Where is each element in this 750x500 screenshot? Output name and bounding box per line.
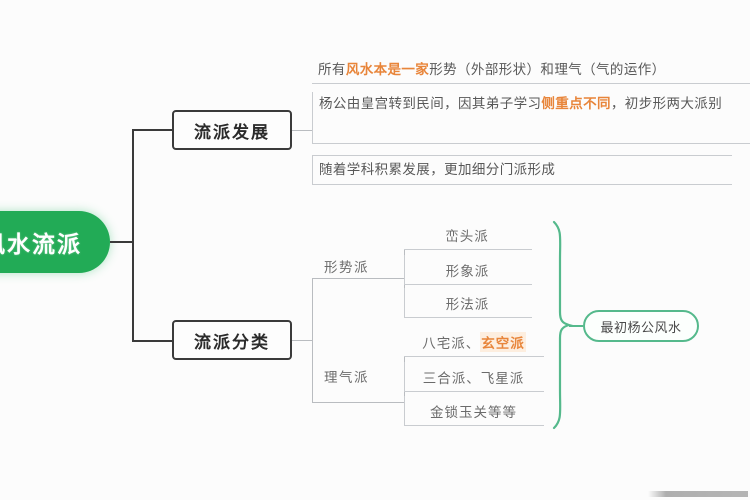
group-label-liqi[interactable]: 理气派	[324, 370, 369, 386]
group-label-formshi[interactable]: 形势派	[324, 260, 369, 276]
leaf-text-before: 形象派	[445, 263, 490, 280]
leaf-text-before: 峦头派	[445, 228, 489, 245]
leaf-text-before: 三合派、飞星派	[422, 370, 525, 387]
detail-text-after: 形势（外部形状）和理气（气的运作）	[429, 62, 666, 78]
leaf-row[interactable]: 峦头派	[404, 220, 532, 250]
branch-box-classification[interactable]: 流派分类	[172, 320, 292, 360]
detail-row[interactable]: 杨公由皇宫转到民间，因其弟子学习侧重点不同，初步形两大派别	[312, 92, 750, 144]
root-node-label: 风水流派	[0, 232, 82, 258]
leaf-text-before: 金锁玉关等等	[430, 404, 517, 421]
leaf-row[interactable]: 形法派	[404, 288, 532, 318]
detail-row[interactable]: 所有风水本是一家形势（外部形状）和理气（气的运作）	[312, 58, 750, 84]
connector-classification-stub	[292, 340, 312, 341]
connector-group-formshi	[312, 278, 404, 279]
detail-text-highlight: 风水本是一家	[345, 62, 430, 78]
connector-spine-vertical	[132, 129, 134, 342]
detail-text-before: 随着学科积累发展，更加细分门派形成	[319, 161, 556, 178]
connector-brace-to-summary	[569, 325, 583, 327]
detail-text-before: 杨公由皇宫转到民间，因其弟子学习	[319, 96, 542, 112]
detail-row[interactable]: 随着学科积累发展，更加细分门派形成	[312, 155, 732, 185]
leaf-row[interactable]: 八宅派、玄空派	[404, 327, 544, 357]
connector-group-liqi	[312, 402, 404, 403]
connector-development-stub	[292, 130, 312, 131]
connector-spine-to-classification	[132, 340, 174, 342]
branch-box-development[interactable]: 流派发展	[172, 110, 292, 150]
connector-root-to-spine	[110, 241, 134, 243]
branch-box-classification-label: 流派分类	[194, 332, 270, 353]
branch-box-development-label: 流派发展	[194, 122, 270, 143]
leaf-text-highlight: 玄空派	[480, 331, 526, 352]
detail-text-highlight: 侧重点不同	[541, 96, 611, 112]
leaf-text-before: 八宅派、	[422, 335, 481, 352]
leaf-row[interactable]: 三合派、飞星派	[404, 362, 544, 392]
leaf-text-before: 形法派	[445, 296, 490, 313]
connector-spine-to-development	[132, 129, 174, 131]
detail-text-before: 所有	[318, 62, 346, 78]
leaf-row[interactable]: 金锁玉关等等	[404, 396, 544, 426]
summary-pill[interactable]: 最初杨公风水	[583, 310, 699, 342]
detail-text-after: ，初步形两大派别	[610, 96, 723, 112]
root-node[interactable]: 风水流派	[0, 211, 110, 273]
leaf-row[interactable]: 形象派	[404, 255, 532, 285]
connector-group-bracket-vertical	[312, 278, 313, 402]
image-artifact	[648, 491, 748, 497]
summary-pill-label: 最初杨公风水	[600, 320, 682, 336]
